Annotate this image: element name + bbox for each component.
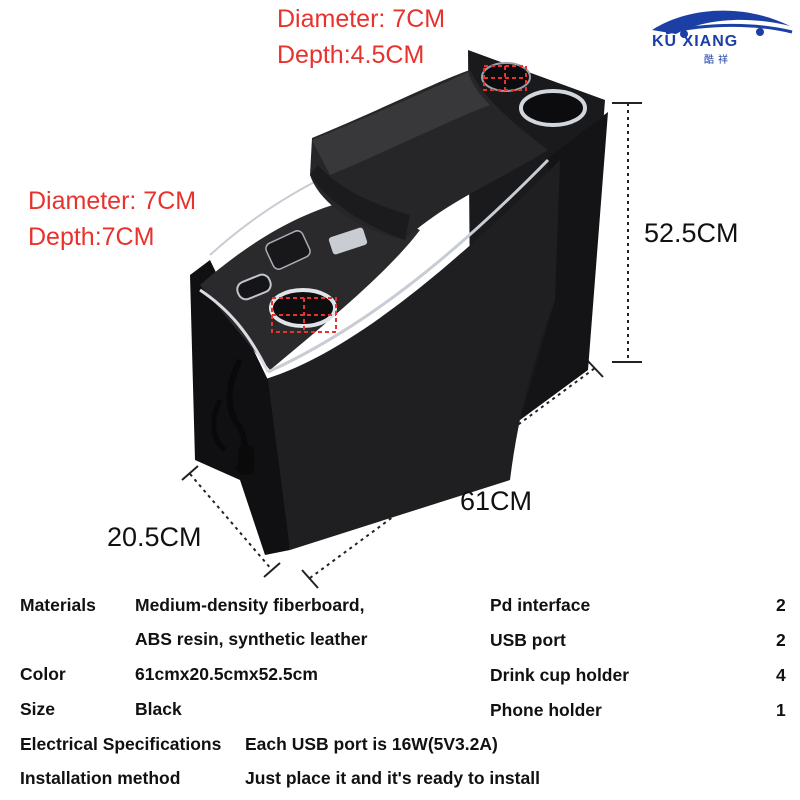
top-cup-depth: Depth:4.5CM bbox=[277, 41, 425, 69]
spec-label-pd: Pd interface bbox=[490, 595, 591, 615]
spec-value-pd: 2 bbox=[776, 595, 786, 615]
length-dimension: 61CM bbox=[460, 486, 533, 516]
spec-value-materials: Medium-density fiberboard, bbox=[135, 595, 365, 615]
spec-label-cup-holder: Drink cup holder bbox=[490, 665, 630, 685]
spec-label-color: Color bbox=[20, 664, 66, 684]
spec-value-materials-cont: ABS resin, synthetic leather bbox=[135, 629, 368, 649]
top-cup-diameter: Diameter: 7CM bbox=[277, 5, 446, 33]
spec-value-cup-holder: 4 bbox=[776, 665, 786, 685]
spec-value-usb: 2 bbox=[776, 630, 786, 650]
height-dimension: 52.5CM bbox=[644, 218, 739, 248]
width-dimension: 20.5CM bbox=[107, 522, 202, 552]
spec-value-color: 61cmx20.5cmx52.5cm bbox=[135, 664, 318, 684]
spec-label-materials: Materials bbox=[20, 595, 96, 615]
spec-value-electrical: Each USB port is 16W(5V3.2A) bbox=[245, 734, 498, 754]
spec-value-installation: Just place it and it's ready to install bbox=[245, 768, 540, 788]
spec-value-size: Black bbox=[135, 699, 182, 719]
brand-logo-text: KU XIANG bbox=[652, 33, 739, 50]
measure-markers bbox=[271, 65, 527, 333]
brand-logo-chinese: 酷祥 bbox=[704, 55, 732, 66]
console-body bbox=[190, 50, 608, 555]
front-cup-diameter: Diameter: 7CM bbox=[28, 187, 197, 215]
spec-label-electrical: Electrical Specifications bbox=[20, 734, 222, 754]
front-cup-depth: Depth:7CM bbox=[28, 223, 155, 251]
logo-car-icon bbox=[652, 10, 793, 38]
spec-label-installation: Installation method bbox=[20, 768, 181, 788]
spec-label-size: Size bbox=[20, 699, 56, 719]
spec-label-usb: USB port bbox=[490, 630, 566, 650]
spec-value-phone-holder: 1 bbox=[776, 700, 786, 720]
spec-label-phone-holder: Phone holder bbox=[490, 700, 602, 720]
